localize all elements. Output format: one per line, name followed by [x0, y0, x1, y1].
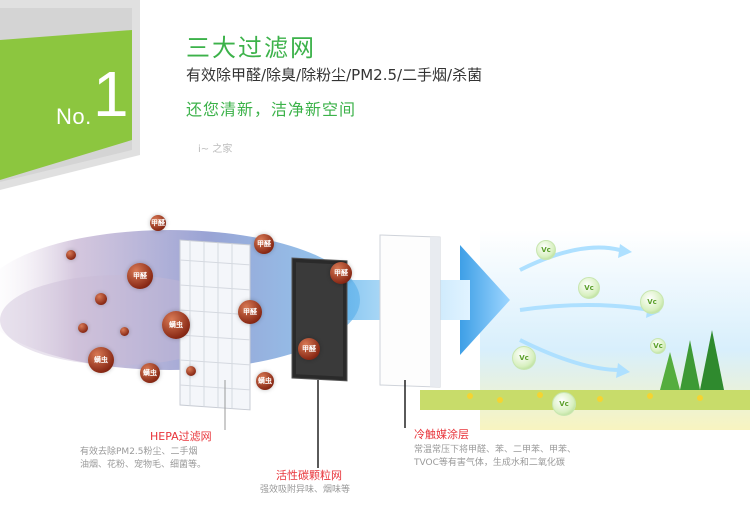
hepa-filter-desc: 有效去除PM2.5粉尘、二手烟 油烟、花粉、宠物毛、细菌等。: [80, 446, 206, 472]
pollutant-mite-1: 螨虫: [162, 311, 190, 339]
carbon-filter-label: 活性碳颗粒网: [276, 469, 342, 482]
fresh-vc-3: Vc: [640, 290, 664, 314]
pollutant-dot-3: [78, 323, 88, 333]
fresh-vc-1: Vc: [536, 240, 556, 260]
pollutant-mite-2: 螨虫: [88, 347, 114, 373]
pollutant-mite-3: 螨虫: [140, 363, 160, 383]
pollutant-formaldehyde-3: 甲醛: [254, 234, 274, 254]
catalyst-label: 冷触媒涂层: [414, 428, 469, 441]
slogan: 还您清新，洁净新空间: [186, 100, 357, 119]
page-subtitle: 有效除甲醛/除臭/除粉尘/PM2.5/二手烟/杀菌: [186, 66, 483, 84]
catalyst-desc-line1: 常温常压下将甲醛、苯、二甲苯、甲苯、: [414, 445, 577, 455]
number-prefix: No.: [56, 104, 92, 129]
pollutant-formaldehyde-1: 甲醛: [127, 263, 153, 289]
fresh-vc-4: Vc: [512, 346, 536, 370]
fresh-vc-2: Vc: [578, 277, 600, 299]
pollutant-dot-5: [186, 366, 196, 376]
catalyst-desc-line2: TVOC等有害气体，生成水和二氧化碳: [414, 458, 565, 468]
hepa-desc-line1: 有效去除PM2.5粉尘、二手烟: [80, 447, 198, 457]
pollutant-formaldehyde-4: 甲醛: [330, 262, 352, 284]
carbon-filter-desc: 强效吸附异味、烟味等: [260, 485, 351, 495]
page-title: 三大过滤网: [186, 34, 316, 62]
banner-background: [0, 0, 140, 190]
fresh-vc-5: Vc: [552, 392, 576, 416]
number-digit: 1: [93, 58, 129, 130]
fresh-vc-6: Vc: [650, 338, 666, 354]
pollutant-formaldehyde-5: 甲醛: [298, 338, 320, 360]
pollutant-dot-4: [120, 327, 129, 336]
pollutant-formaldehyde-6: 甲醛: [150, 215, 166, 231]
hepa-desc-line2: 油烟、花粉、宠物毛、细菌等。: [80, 460, 207, 470]
pollutant-dot-2: [66, 250, 76, 260]
pollutant-formaldehyde-2: 甲醛: [238, 300, 262, 324]
brand-logo: i~ 之家: [198, 144, 233, 155]
pollutant-mite-4: 螨虫: [256, 372, 274, 390]
filter-illustration: [0, 230, 750, 468]
pollutant-dot-1: [95, 293, 107, 305]
hepa-filter-label: HEPA过滤网: [150, 430, 212, 443]
catalyst-desc: 常温常压下将甲醛、苯、二甲苯、甲苯、 TVOC等有害气体，生成水和二氧化碳: [414, 444, 576, 470]
